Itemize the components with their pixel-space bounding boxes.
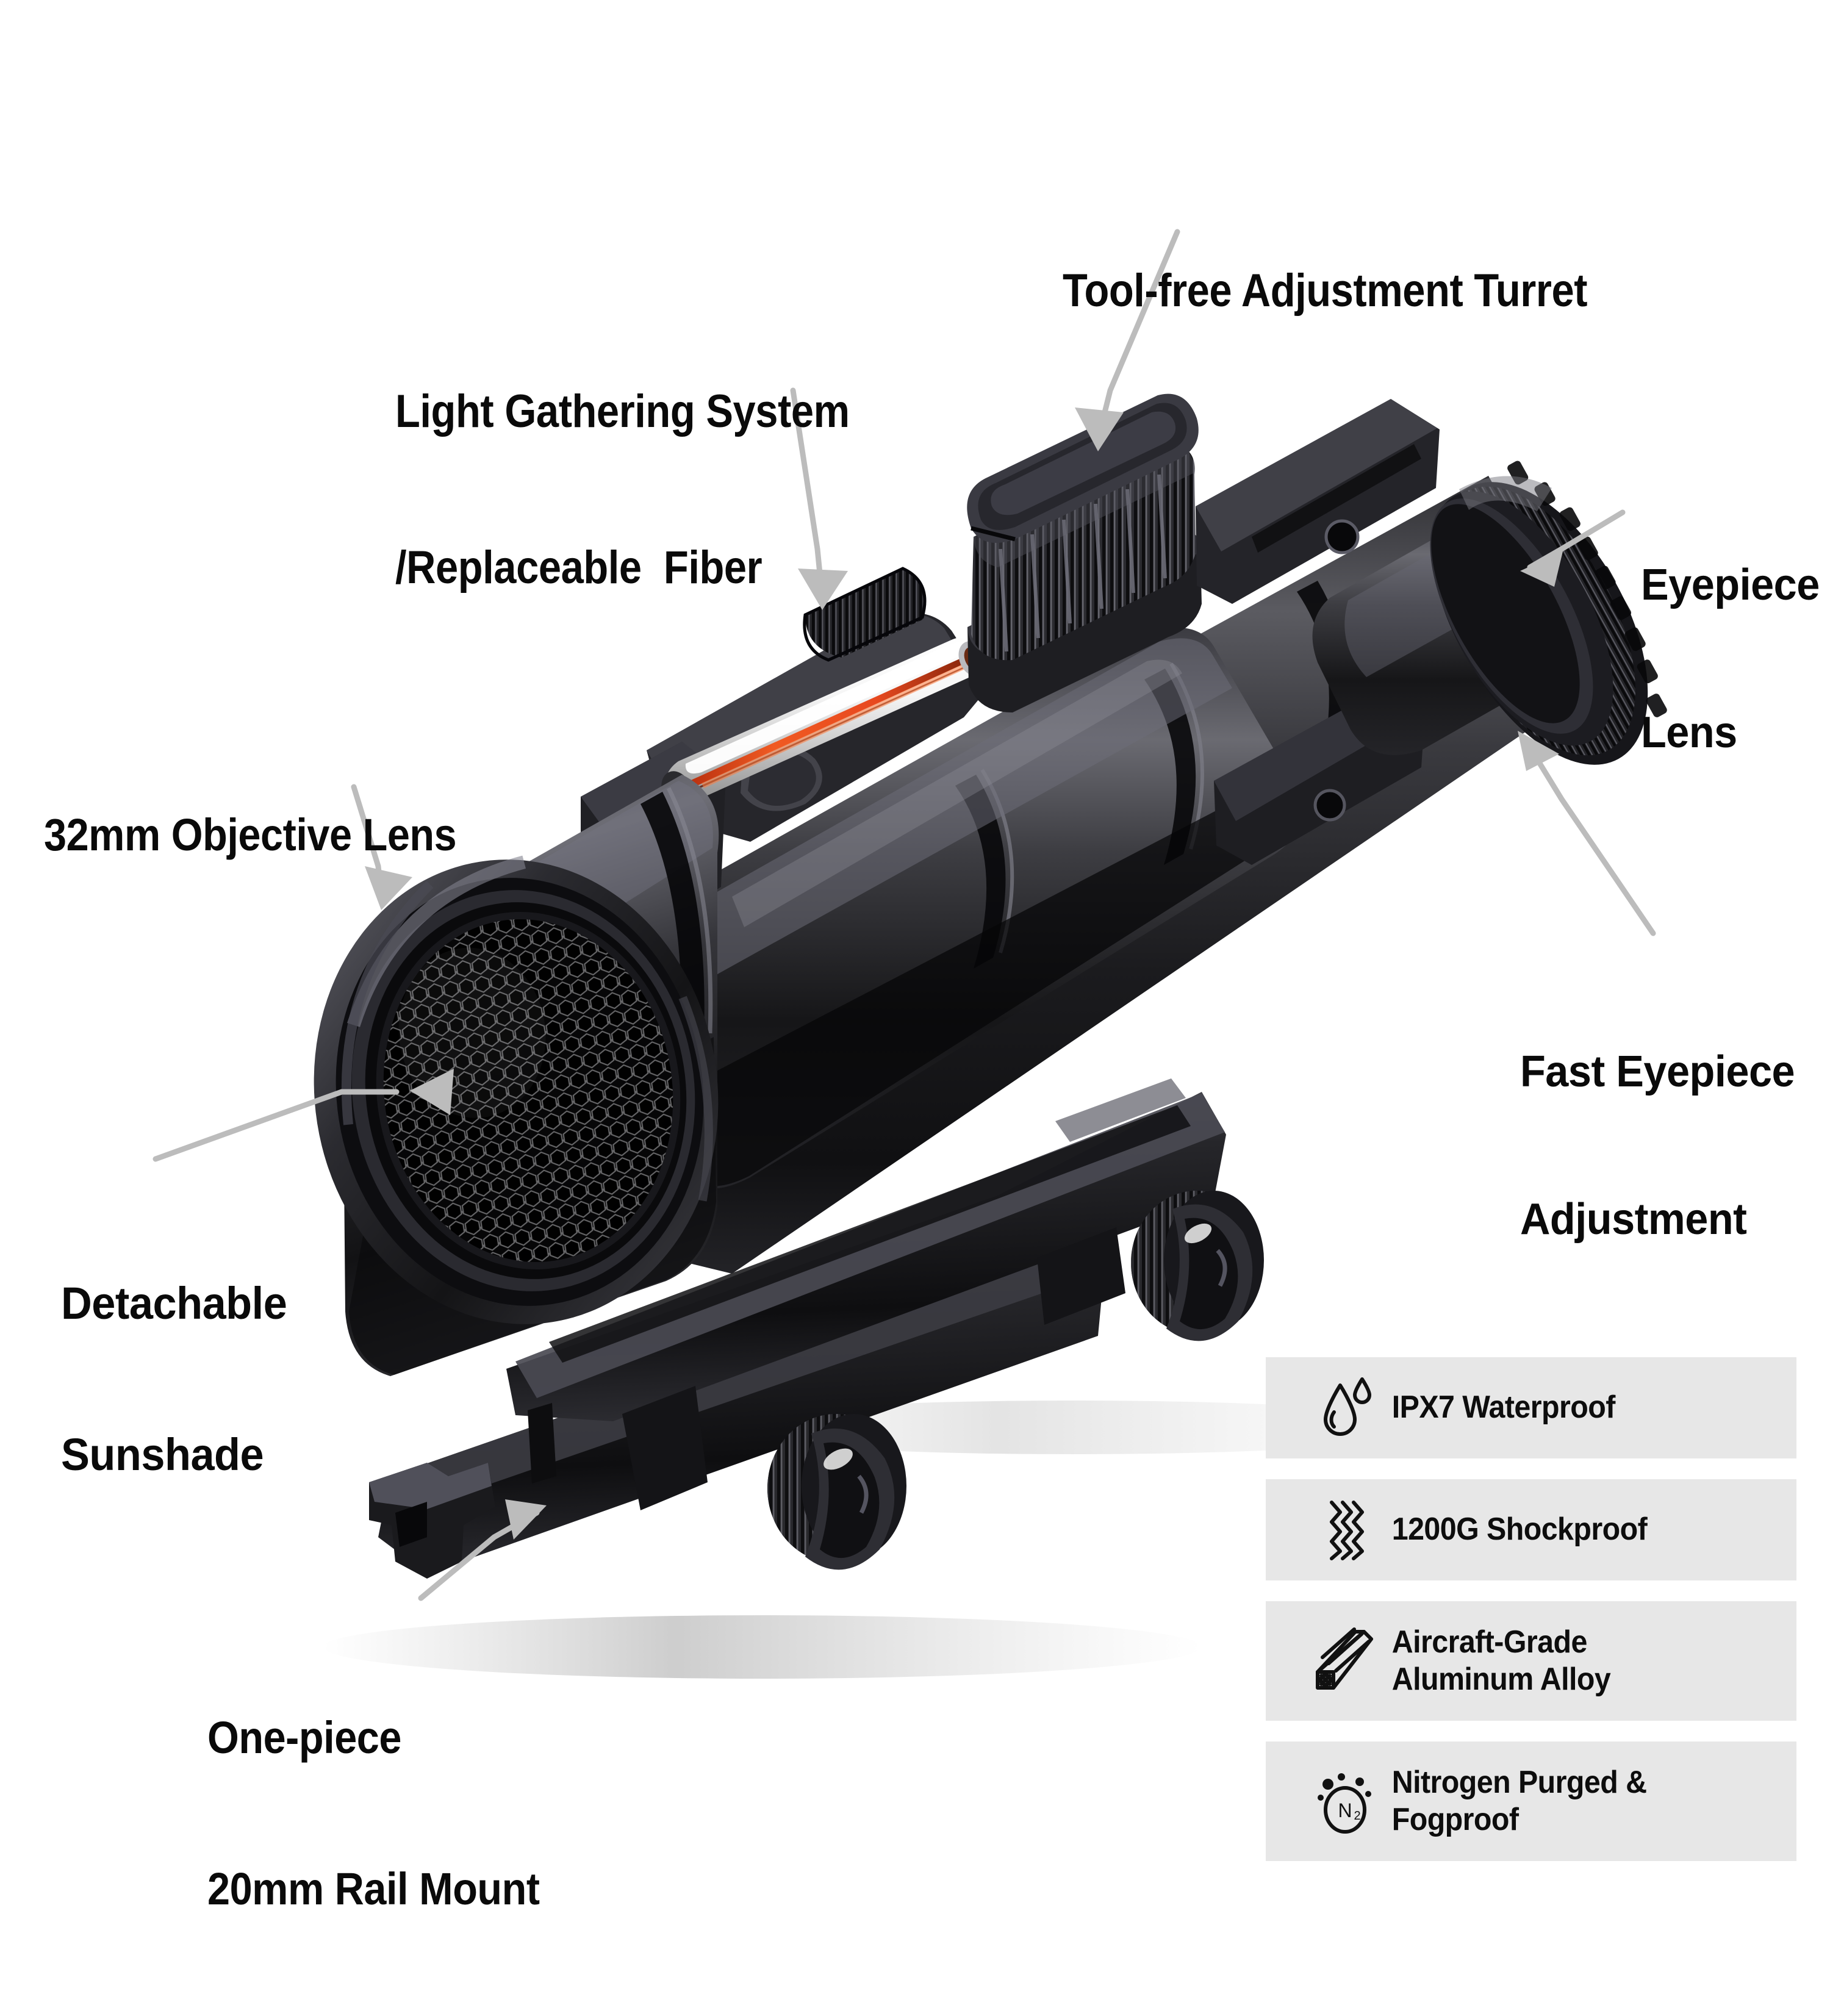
rail-thumbscrew-front [1131, 1191, 1264, 1341]
feature-badge-waterproof: IPX7 Waterproof [1266, 1357, 1796, 1458]
callout-label-rail: One-piece 20mm Rail Mount [207, 1712, 540, 1915]
water-drop-icon [1308, 1374, 1382, 1441]
feature-badge-list: IPX7 Waterproof 1200G Shockproof [1266, 1357, 1796, 1882]
shock-wave-icon [1308, 1496, 1382, 1563]
nitrogen-n2-icon: N 2 [1308, 1767, 1382, 1835]
feature-badge-label: Nitrogen Purged & Fogproof [1391, 1764, 1647, 1837]
rifle-scope-illustration [152, 229, 1667, 1679]
feature-badge-shockproof: 1200G Shockproof [1266, 1479, 1796, 1580]
feature-badge-nitrogen: N 2 Nitrogen Purged & Fogproof [1266, 1742, 1796, 1861]
callout-label-objective: 32mm Objective Lens [44, 809, 457, 860]
feature-badge-aluminum: Aircraft-Grade Aluminum Alloy [1266, 1601, 1796, 1721]
feature-badge-label: 1200G Shockproof [1391, 1512, 1648, 1548]
svg-text:N: N [1338, 1799, 1352, 1821]
product-shadow [323, 1615, 1202, 1679]
fiber-adjust-wheel [803, 567, 927, 662]
sunshade-objective [314, 775, 719, 1376]
callout-arrowheads [365, 407, 1563, 1540]
fast-eyepiece-ring [1430, 461, 1667, 765]
callout-label-eyepiece-lens: Eyepiece Lens [1641, 561, 1820, 758]
callout-label-fiber: Light Gathering System /Replaceable Fibe… [395, 386, 850, 594]
fiber-optic-tube [661, 636, 988, 810]
svg-text:2: 2 [1354, 1809, 1360, 1823]
aluminum-extrusion-icon [1308, 1627, 1382, 1695]
callout-label-fast-eyepiece: Fast Eyepiece Adjustment [1520, 1047, 1795, 1244]
callout-label-sunshade: Detachable Sunshade [61, 1277, 287, 1480]
feature-badge-label: IPX7 Waterproof [1391, 1390, 1616, 1426]
feature-badge-label: Aircraft-Grade Aluminum Alloy [1391, 1624, 1611, 1697]
rail-mount [369, 1078, 1226, 1579]
diagram-canvas: Tool-free Adjustment Turret Light Gather… [44, 229, 1820, 1914]
callout-label-turret: Tool-free Adjustment Turret [1063, 265, 1588, 317]
adjustment-turret [967, 393, 1202, 712]
rail-thumbscrew-rear [767, 1414, 906, 1570]
